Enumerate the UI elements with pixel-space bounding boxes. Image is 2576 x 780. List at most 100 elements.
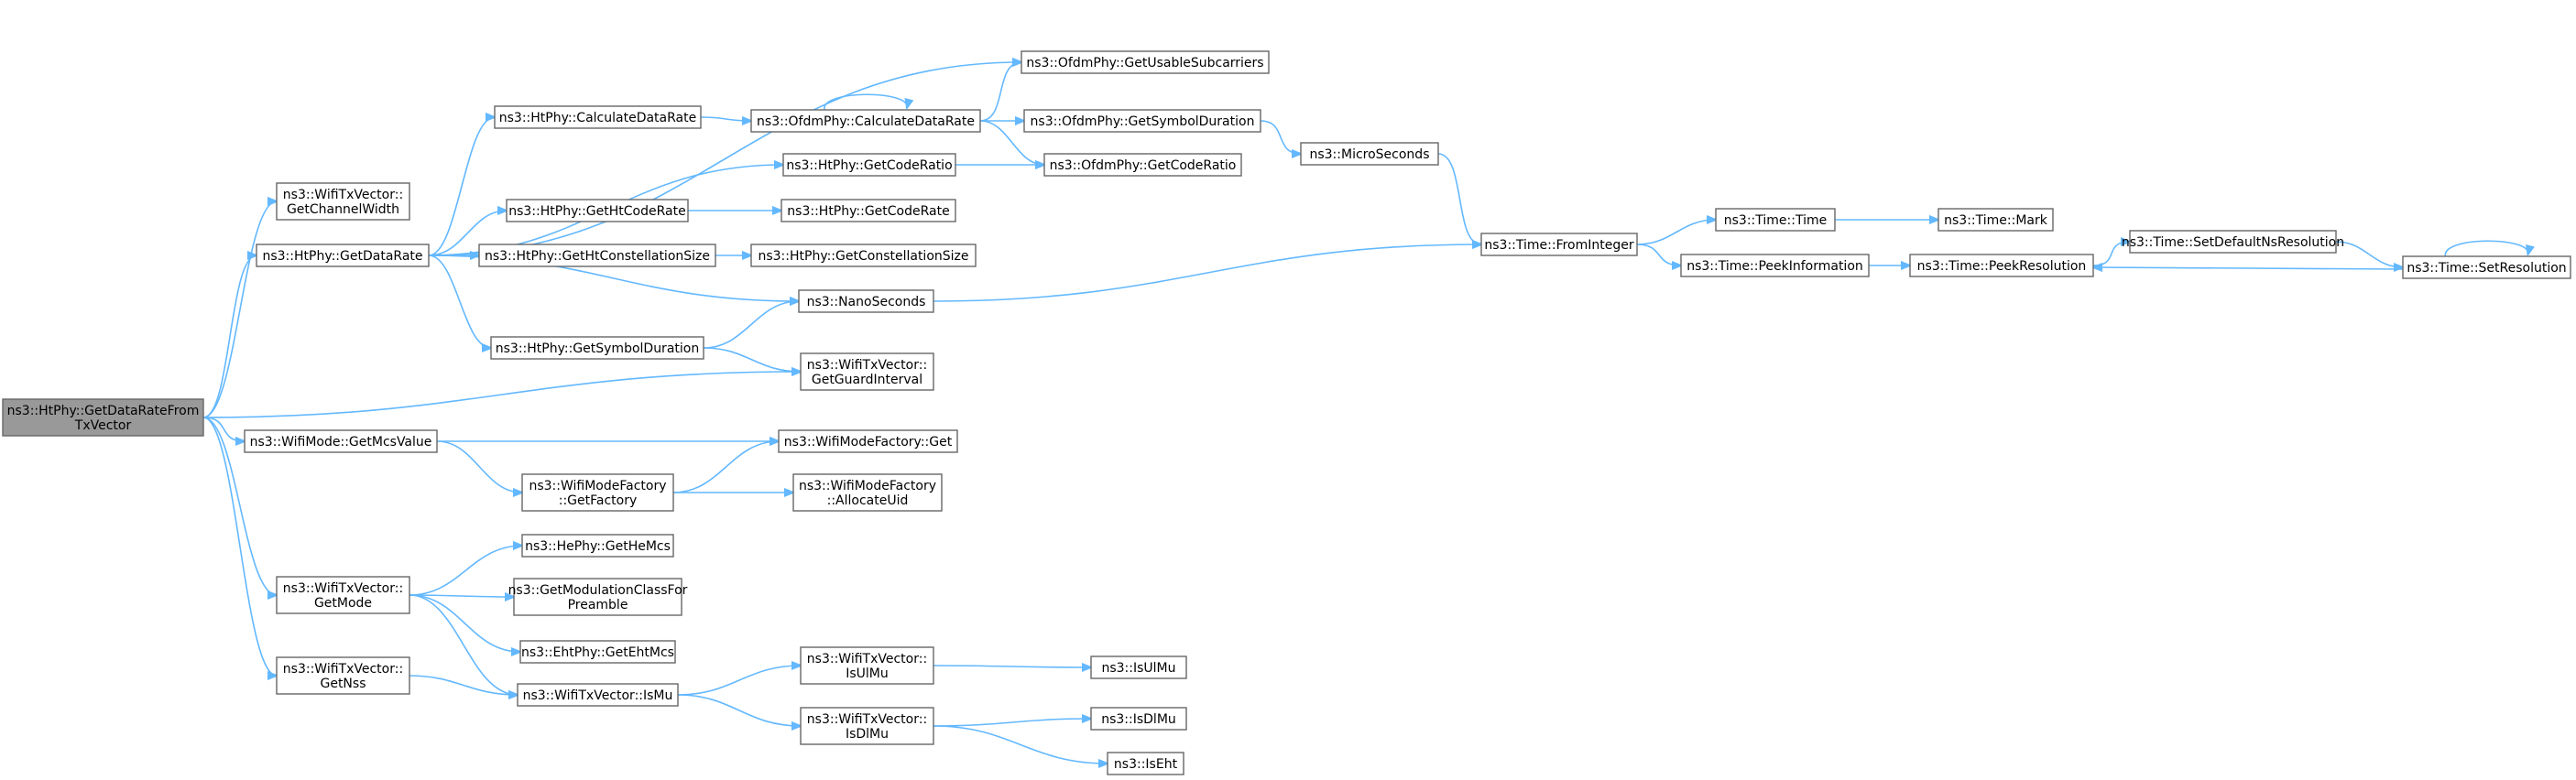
node-box [276, 656, 410, 695]
node-isdlmu[interactable]: ns3::IsDlMu [1090, 707, 1187, 731]
node-label: ::AllocateUid [827, 493, 909, 508]
node-ofdm-gus[interactable]: ns3::OfdmPhy::GetUsableSubcarriers [1021, 50, 1270, 74]
node-box [778, 429, 958, 453]
node-ofdm-cdr[interactable]: ns3::OfdmPhy::CalculateDataRate [750, 109, 981, 133]
node-label: ns3::WifiTxVector:: [807, 652, 927, 666]
edge-ht-gdr-to-ht-cdr [428, 117, 495, 256]
node-wtv-gn[interactable]: ns3::WifiTxVector::GetNss [276, 656, 410, 695]
node-box [792, 473, 943, 512]
node-box [1480, 233, 1638, 256]
edge-wtv-gm-to-eht-gem [409, 594, 520, 652]
edge-ht-gsd-to-wtv-ggi [703, 347, 801, 372]
node-he-ghm[interactable]: ns3::HePhy::GetHeMcs [521, 534, 674, 558]
node-iseht[interactable]: ns3::IsEht [1107, 752, 1184, 775]
node-label: ns3::MicroSeconds [1309, 147, 1429, 162]
node-t-time[interactable]: ns3::Time::Time [1715, 208, 1836, 232]
node-nanos[interactable]: ns3::NanoSeconds [798, 289, 934, 313]
node-box [1023, 109, 1261, 133]
node-ofdm-gsd[interactable]: ns3::OfdmPhy::GetSymbolDuration [1023, 109, 1261, 133]
node-box [1909, 254, 2094, 277]
node-wtv-ismu[interactable]: ns3::WifiTxVector::IsMu [517, 683, 679, 707]
node-ofdm-gcodr[interactable]: ns3::OfdmPhy::GetCodeRatio [1043, 153, 1242, 177]
node-label: ns3::Time::SetDefaultNsResolution [2122, 235, 2344, 250]
node-box [244, 429, 438, 453]
node-ht-gsd[interactable]: ns3::HtPhy::GetSymbolDuration [490, 336, 704, 360]
node-wmf-gf[interactable]: ns3::WifiModeFactory::GetFactory [521, 473, 674, 512]
node-t-sr[interactable]: ns3::Time::SetResolution [2402, 255, 2571, 279]
node-box [782, 153, 956, 177]
node-ht-gcs[interactable]: ns3::HtPhy::GetConstellationSize [750, 244, 977, 267]
edge-wtv-ismu-to-wtv-isdlmu [677, 694, 801, 726]
node-box [1090, 655, 1187, 679]
node-box [1090, 707, 1187, 731]
node-label: ns3::HtPhy::CalculateDataRate [499, 111, 696, 125]
node-ht-gcr[interactable]: ns3::HtPhy::GetCodeRate [780, 199, 956, 222]
node-t-mark[interactable]: ns3::Time::Mark [1937, 208, 2054, 232]
node-ht-gcodr[interactable]: ns3::HtPhy::GetCodeRatio [782, 153, 956, 177]
node-label: ns3::Time::Time [1724, 213, 1827, 228]
node-label: ns3::HtPhy::GetSymbolDuration [496, 341, 699, 356]
node-label: ns3::GetModulationClassFor [508, 583, 688, 598]
node-ht-gdr[interactable]: ns3::HtPhy::GetDataRate [256, 244, 430, 267]
edge-t-sr-to-t-pr [2093, 267, 2404, 269]
node-micros[interactable]: ns3::MicroSeconds [1300, 142, 1439, 166]
edge-root-to-wtv-gcw [202, 201, 277, 418]
node-wtv-gm[interactable]: ns3::WifiTxVector::GetMode [276, 576, 410, 614]
node-wtv-isdlmu[interactable]: ns3::WifiTxVector::IsDlMu [800, 707, 934, 745]
node-box [513, 578, 682, 616]
edge-micros-to-t-fi [1437, 153, 1481, 244]
node-label: ns3::WifiModeFactory [529, 479, 666, 493]
node-box [1107, 752, 1184, 775]
edge-t-sdnr-to-t-sr [2335, 241, 2403, 267]
node-label: ns3::HtPhy::GetDataRate [262, 249, 422, 264]
node-wm-gmv[interactable]: ns3::WifiMode::GetMcsValue [244, 429, 438, 453]
node-t-pi[interactable]: ns3::Time::PeekInformation [1680, 254, 1870, 277]
node-wtv-isulmu[interactable]: ns3::WifiTxVector::IsUlMu [800, 646, 934, 685]
node-box [780, 199, 956, 222]
node-ht-cdr[interactable]: ns3::HtPhy::CalculateDataRate [494, 105, 702, 129]
node-box [1715, 208, 1836, 232]
node-box [519, 640, 676, 664]
edge-wm-gmv-to-wmf-gf [436, 440, 522, 493]
node-ht-ghcr[interactable]: ns3::HtPhy::GetHtCodeRate [506, 199, 689, 222]
node-label: ns3::OfdmPhy::CalculateDataRate [757, 114, 975, 129]
node-label: ns3::Time::SetResolution [2407, 261, 2566, 276]
edge-root-to-wm-gmv [202, 417, 245, 441]
node-ht-ghcs[interactable]: ns3::HtPhy::GetHtConstellationSize [478, 244, 716, 267]
node-box [750, 109, 981, 133]
node-isulmu[interactable]: ns3::IsUlMu [1090, 655, 1187, 679]
node-eht-gem[interactable]: ns3::EhtPhy::GetEhtMcs [519, 640, 676, 664]
edge-t-fi-to-t-time [1636, 220, 1716, 245]
node-box [2129, 230, 2337, 254]
edge-ht-gsd-to-nanos [703, 301, 799, 349]
node-t-pr[interactable]: ns3::Time::PeekResolution [1909, 254, 2094, 277]
node-label: ns3::Time::FromInteger [1484, 238, 1633, 253]
node-box [276, 576, 410, 614]
node-label: ns3::WifiTxVector:: [283, 581, 403, 596]
node-t-sdnr[interactable]: ns3::Time::SetDefaultNsResolution [2122, 230, 2344, 254]
edge-ofdm-cdr-to-ofdm-cdr [824, 93, 907, 110]
node-box [276, 182, 410, 221]
edge-wtv-gm-to-wtv-ismu [409, 594, 518, 695]
node-wtv-ggi[interactable]: ns3::WifiTxVector::GetGuardInterval [800, 352, 934, 391]
node-label: ::GetFactory [559, 493, 638, 508]
node-label: IsDlMu [846, 727, 889, 742]
node-wmf-get[interactable]: ns3::WifiModeFactory::Get [778, 429, 958, 453]
edge-wtv-isdlmu-to-isdlmu [933, 719, 1091, 727]
node-box [1300, 142, 1439, 166]
edge-t-fi-to-t-pi [1636, 244, 1681, 265]
node-box [517, 683, 679, 707]
edge-wtv-isulmu-to-isulmu [933, 666, 1091, 667]
node-t-fi[interactable]: ns3::Time::FromInteger [1480, 233, 1638, 256]
node-box [2, 398, 204, 437]
node-wtv-gcw[interactable]: ns3::WifiTxVector::GetChannelWidth [276, 182, 410, 221]
node-label: ns3::Time::PeekResolution [1917, 259, 2087, 274]
node-box [256, 244, 430, 267]
node-label: ns3::OfdmPhy::GetUsableSubcarriers [1026, 56, 1263, 70]
node-label: ns3::EhtPhy::GetEhtMcs [521, 645, 674, 660]
node-label: ns3::HtPhy::GetHtConstellationSize [485, 249, 710, 264]
node-wmf-au[interactable]: ns3::WifiModeFactory::AllocateUid [792, 473, 943, 512]
